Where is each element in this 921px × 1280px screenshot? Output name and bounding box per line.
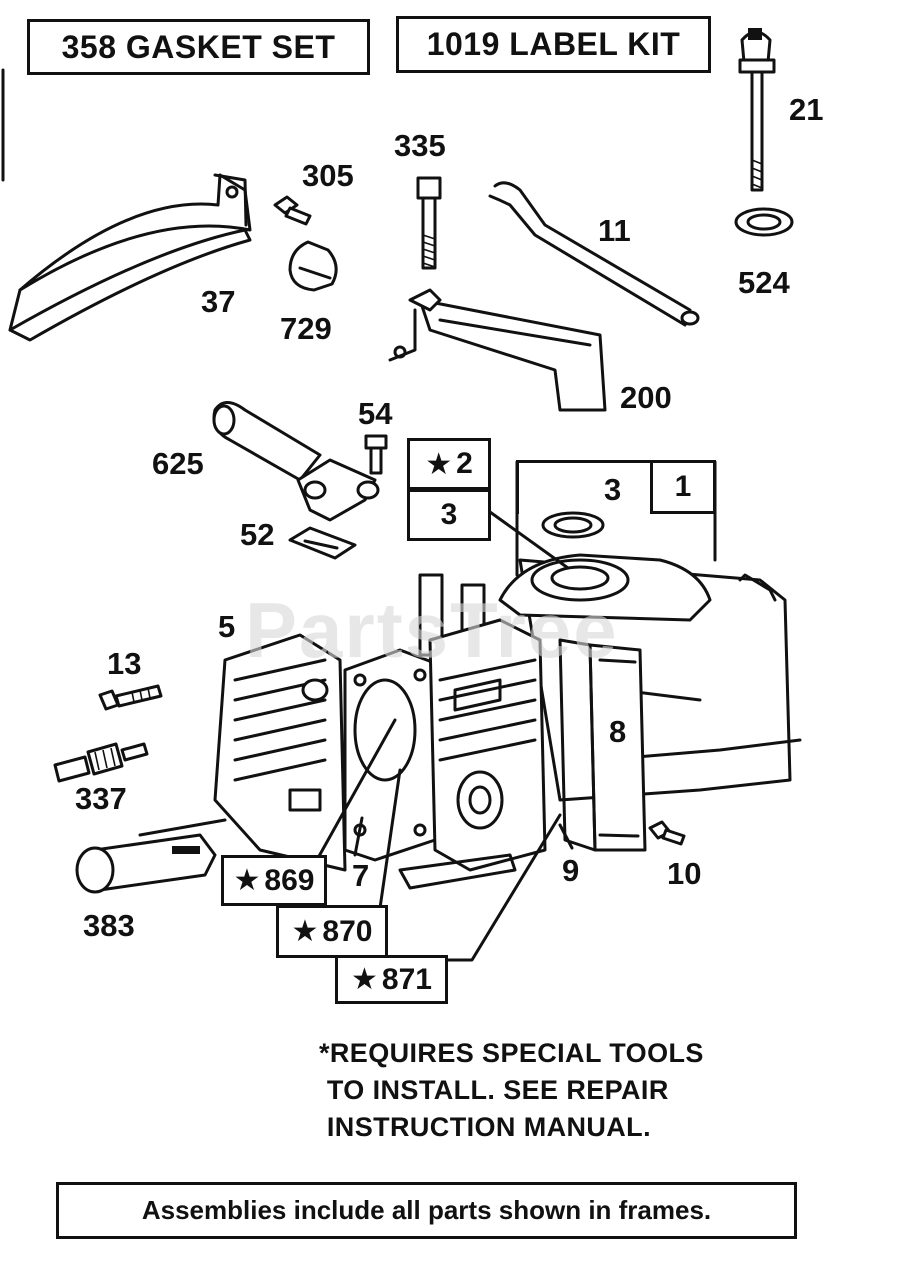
- part-label-37: 37: [201, 284, 236, 319]
- part-7-head-gasket: [343, 648, 442, 862]
- star-icon: ★: [351, 963, 378, 996]
- part-label-3-inner: 3: [604, 472, 622, 507]
- frame-3-number: 3: [440, 498, 458, 531]
- frame-871: ★ 871: [335, 955, 448, 1004]
- gasket-set-label: 358 GASKET SET: [61, 28, 336, 65]
- assemblies-footer: Assemblies include all parts shown in fr…: [56, 1182, 797, 1239]
- gasket-set-box: 358 GASKET SET: [27, 19, 370, 75]
- part-label-305: 305: [302, 158, 354, 193]
- part-label-337: 337: [75, 781, 127, 816]
- frame-871-number: 871: [381, 962, 432, 996]
- special-tools-note: *REQUIRES SPECIAL TOOLS TO INSTALL. SEE …: [319, 1035, 704, 1146]
- part-label-625: 625: [152, 446, 204, 481]
- frame-2-number: 2: [456, 447, 473, 480]
- frame-3: 3: [407, 489, 491, 541]
- part-54-screw: [364, 434, 388, 475]
- part-335-bolt: [416, 176, 442, 270]
- part-21-dipstick: [738, 28, 776, 192]
- part-label-9: 9: [562, 853, 580, 888]
- part-10-screw: [648, 820, 686, 846]
- frame-869-number: 869: [264, 863, 315, 897]
- assemblies-footer-text: Assemblies include all parts shown in fr…: [141, 1195, 712, 1225]
- note-line-3: INSTRUCTION MANUAL.: [319, 1112, 651, 1142]
- part-label-200: 200: [620, 380, 672, 415]
- frame-2: ★ 2: [407, 438, 491, 490]
- star-icon: ★: [291, 915, 319, 948]
- part-5-cylinder-head: [213, 633, 347, 872]
- note-line-2: TO INSTALL. SEE REPAIR: [319, 1075, 669, 1105]
- part-305-screw: [273, 195, 312, 226]
- leader-lines: [316, 460, 717, 962]
- frame-870-number: 870: [322, 914, 373, 948]
- frame-869: ★ 869: [221, 855, 327, 906]
- part-label-52: 52: [240, 517, 275, 552]
- part-52-gasket: [288, 526, 357, 560]
- part-label-383: 383: [83, 908, 135, 943]
- part-label-10: 10: [667, 856, 702, 891]
- note-line-1: *REQUIRES SPECIAL TOOLS: [319, 1038, 704, 1068]
- part-8-breather-cover: [558, 638, 647, 852]
- part-label-54: 54: [358, 396, 393, 431]
- cylinder-valve-section: [398, 618, 547, 890]
- star-icon: ★: [425, 447, 453, 481]
- part-729-clip: [288, 240, 338, 292]
- part-label-524: 524: [738, 265, 790, 300]
- part-13-bolt: [98, 684, 163, 711]
- part-label-5: 5: [218, 609, 236, 644]
- watermark: PartsTree: [245, 586, 619, 674]
- label-kit-label: 1019 LABEL KIT: [426, 26, 681, 62]
- part-label-729: 729: [280, 311, 332, 346]
- part-625-breather-tube: [212, 401, 380, 522]
- part-label-8: 8: [609, 714, 627, 749]
- part-label-11: 11: [598, 213, 631, 248]
- engine-block-assembly: [418, 511, 802, 802]
- part-37-air-guide: [8, 173, 252, 342]
- part-337-spark-plug: [53, 742, 149, 783]
- part-label-21: 21: [789, 92, 824, 127]
- part-383-ignition-lead: [75, 818, 227, 894]
- part-label-335: 335: [394, 128, 446, 163]
- frame-1: 1: [650, 460, 716, 514]
- star-icon: ★: [233, 864, 261, 897]
- frame-870: ★ 870: [276, 905, 388, 958]
- part-label-7: 7: [352, 858, 370, 893]
- part-11-link-rod: [488, 181, 700, 327]
- label-kit-box: 1019 LABEL KIT: [396, 16, 711, 73]
- part-524-seal: [734, 207, 794, 237]
- part-200-governor-lever: [388, 288, 607, 412]
- frame-1-number: 1: [674, 470, 692, 503]
- part-label-13: 13: [107, 646, 142, 681]
